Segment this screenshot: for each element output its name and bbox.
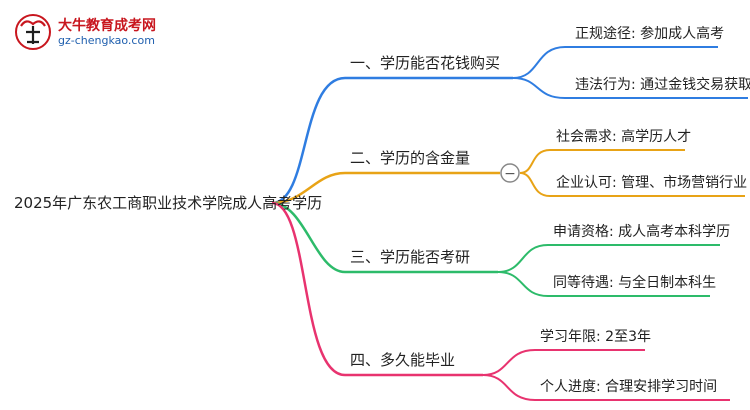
leaf-connector-1-2	[512, 77, 566, 99]
branch-node-2[interactable]: 二、学历的含金量	[350, 149, 471, 167]
collapse-toggle-symbol: −	[504, 166, 516, 182]
leaf-connector-3-1	[497, 244, 549, 273]
leaf-node-1-2[interactable]: 违法行为: 通过金钱交易获取	[575, 77, 750, 93]
leaf-connector-4-2	[482, 374, 536, 401]
leaf-node-2-2[interactable]: 企业认可: 管理、市场营销行业	[556, 175, 748, 191]
branch-connector-3	[271, 201, 346, 274]
leaf-node-3-1[interactable]: 申请资格: 成人高考本科学历	[553, 224, 731, 240]
root-node[interactable]: 2025年广东农工商职业技术学院成人高考学历	[14, 194, 323, 212]
bull-logo-icon	[15, 14, 51, 50]
branch-connector-2	[271, 171, 346, 205]
leaf-node-2-1[interactable]: 社会需求: 高学历人才	[556, 129, 692, 145]
branch-node-3[interactable]: 三、学历能否考研	[350, 248, 471, 266]
leaf-node-4-1[interactable]: 学习年限: 2至3年	[540, 329, 651, 345]
branch-node-1[interactable]: 一、学历能否花钱购买	[350, 54, 501, 72]
branch-connector-4	[271, 201, 346, 377]
leaf-connector-2-1	[519, 149, 551, 174]
branch-node-4[interactable]: 四、多久能毕业	[350, 351, 456, 369]
leaf-connector-1-1	[512, 46, 566, 79]
leaf-node-1-1[interactable]: 正规途径: 参加成人高考	[575, 26, 725, 42]
branch-connector-1	[271, 76, 346, 205]
logo-url: gz-chengkao.com	[58, 34, 155, 47]
leaf-connector-3-2	[497, 271, 549, 297]
leaf-connector-2-2	[519, 172, 551, 197]
leaf-node-3-2[interactable]: 同等待遇: 与全日制本科生	[553, 275, 717, 291]
leaf-node-4-2[interactable]: 个人进度: 合理安排学习时间	[540, 379, 718, 395]
collapse-toggle-button[interactable]: −	[500, 163, 520, 183]
leaf-connector-4-1	[482, 349, 536, 376]
site-logo[interactable]: 大牛教育成考网 gz-chengkao.com	[12, 12, 182, 52]
logo-title: 大牛教育成考网	[58, 18, 156, 34]
